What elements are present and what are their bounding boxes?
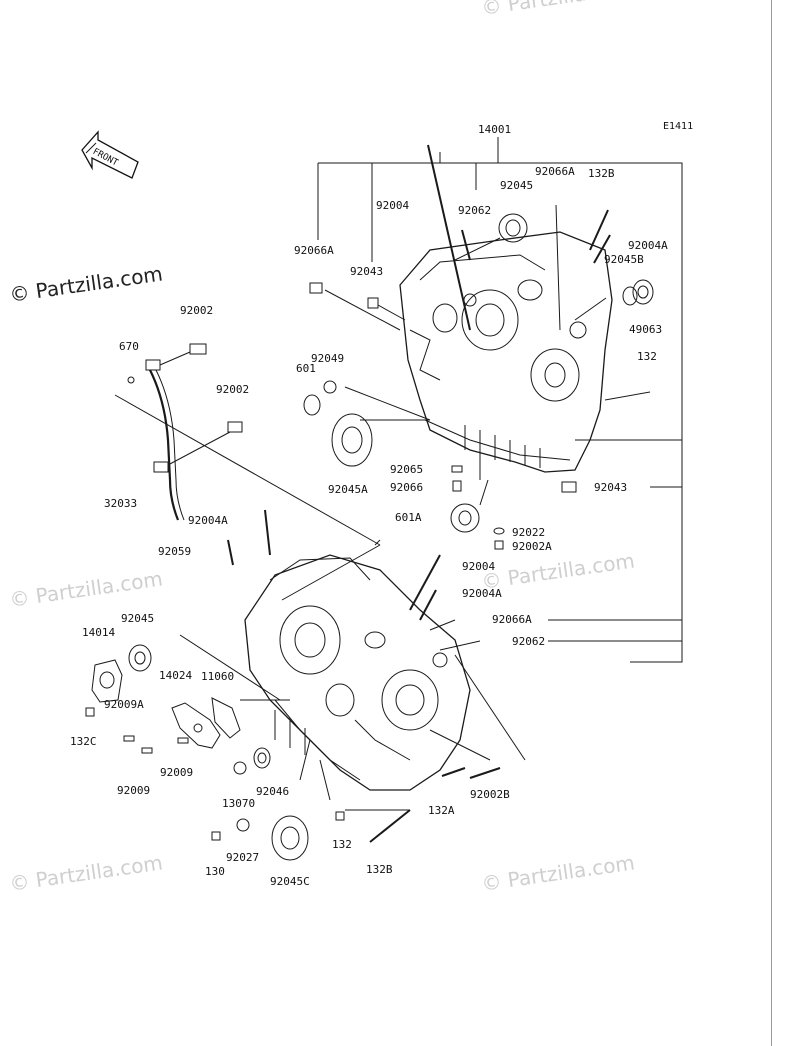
page-edge-line	[771, 0, 772, 1046]
part-label[interactable]: 92066A	[294, 244, 334, 257]
part-label[interactable]: 92045C	[270, 875, 310, 888]
part-label[interactable]: 92065	[390, 463, 424, 476]
part-label[interactable]: 92002	[216, 383, 250, 396]
bearing-601A	[450, 503, 480, 533]
part-label[interactable]: 92002	[180, 304, 214, 317]
part-label[interactable]: 132B	[588, 167, 615, 180]
part-label[interactable]: 11060	[201, 670, 235, 683]
part-label[interactable]: 92045A	[328, 483, 368, 496]
part-label[interactable]: 92045B	[604, 253, 644, 266]
part-label[interactable]: 92027	[226, 851, 260, 864]
bearing-601	[303, 380, 337, 416]
part-label[interactable]: 132	[332, 838, 352, 851]
part-label[interactable]: 92059	[158, 545, 192, 558]
part-label[interactable]: 132A	[428, 804, 455, 817]
part-label[interactable]: 92009	[160, 766, 194, 779]
bearing-92045C	[271, 815, 309, 861]
part-label[interactable]: 92066A	[535, 165, 575, 178]
guide-11060	[211, 697, 241, 739]
part-label[interactable]: 92043	[350, 265, 384, 278]
part-label[interactable]: 92004A	[628, 239, 668, 252]
part-label[interactable]: 14001	[478, 123, 512, 136]
bearing-92045B	[622, 279, 654, 306]
part-label[interactable]: 92022	[512, 526, 546, 539]
part-label[interactable]: 92004	[376, 199, 410, 212]
cover-14014	[91, 659, 123, 703]
part-label[interactable]: 92009	[117, 784, 151, 797]
bearing-92045-left	[128, 644, 152, 672]
pipe-32033	[145, 359, 185, 521]
bearing-92046	[253, 747, 271, 769]
part-label[interactable]: 670	[119, 340, 139, 353]
part-label[interactable]: 92062	[458, 204, 492, 217]
part-label[interactable]: 14024	[159, 669, 193, 682]
part-label[interactable]: 130	[205, 865, 225, 878]
part-label[interactable]: 92002B	[470, 788, 510, 801]
upper-crankcase	[399, 231, 613, 473]
part-label[interactable]: 92049	[311, 352, 345, 365]
plate-14024	[171, 702, 221, 749]
part-label[interactable]: 14014	[82, 626, 116, 639]
lower-crankcase	[244, 554, 471, 791]
part-label[interactable]: 132	[637, 350, 657, 363]
part-label[interactable]: 132C	[70, 735, 97, 748]
part-label[interactable]: 13070	[222, 797, 256, 810]
part-label[interactable]: 92045	[500, 179, 534, 192]
part-label[interactable]: 601	[296, 362, 316, 375]
part-label[interactable]: 92004	[462, 560, 496, 573]
part-label[interactable]: 92062	[512, 635, 546, 648]
part-label[interactable]: 132B	[366, 863, 393, 876]
part-label[interactable]: 92002A	[512, 540, 552, 553]
part-label[interactable]: 49063	[629, 323, 663, 336]
part-label[interactable]: 92009A	[104, 698, 144, 711]
part-label[interactable]: 92066	[390, 481, 424, 494]
part-label[interactable]: 601A	[395, 511, 422, 524]
part-label[interactable]: 32033	[104, 497, 138, 510]
front-arrow-icon	[81, 130, 139, 179]
bearing-92045-top	[498, 213, 528, 243]
part-label[interactable]: 92004A	[462, 587, 502, 600]
figure-code: E1411	[663, 121, 694, 132]
part-label[interactable]: 92046	[256, 785, 290, 798]
part-label[interactable]: 92045	[121, 612, 155, 625]
part-label[interactable]: 92066A	[492, 613, 532, 626]
part-label[interactable]: 92043	[594, 481, 628, 494]
bearing-92045A	[331, 413, 373, 467]
part-label[interactable]: 92004A	[188, 514, 228, 527]
